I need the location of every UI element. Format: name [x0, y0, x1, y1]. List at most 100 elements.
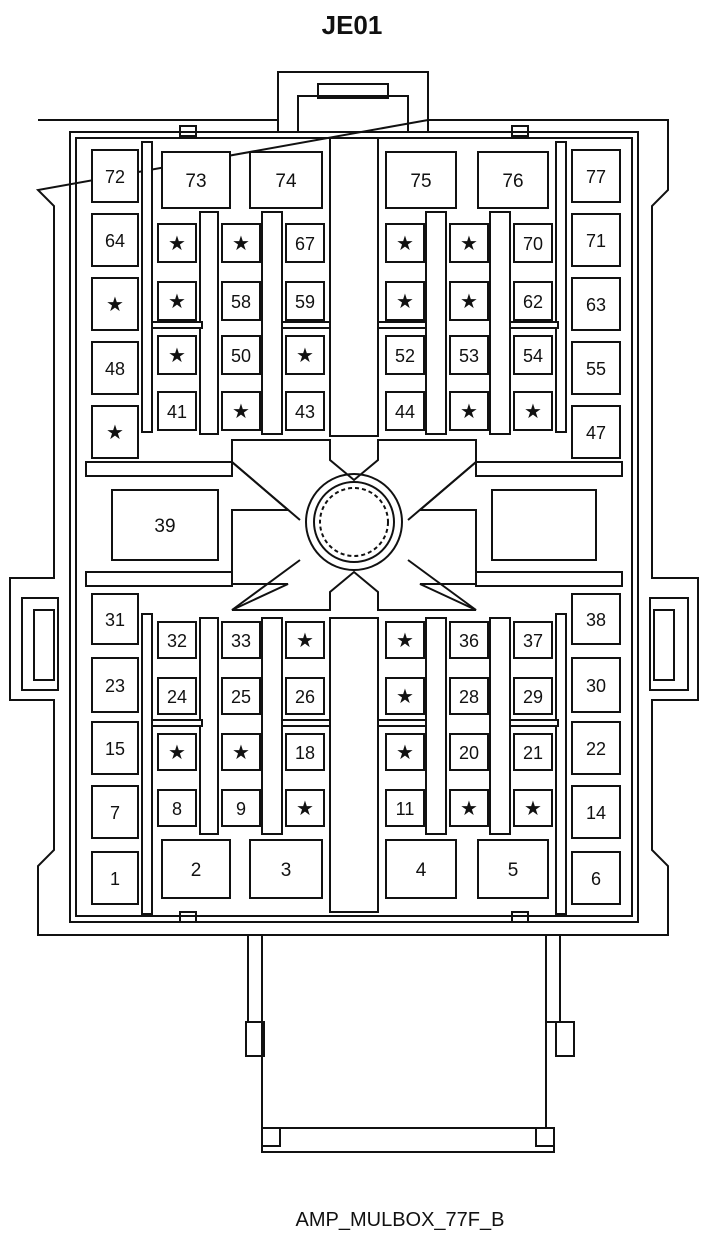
pin-71: 71	[571, 213, 621, 267]
pin-cavity-box	[285, 621, 325, 659]
pin-cavity-box	[571, 657, 621, 713]
pin-25: 25	[221, 677, 261, 715]
unused-pin: ★	[285, 789, 325, 827]
pin-cavity-box	[385, 677, 425, 715]
pin-number: 20	[459, 743, 479, 763]
pin-number: 18	[295, 743, 315, 763]
pin-72: 72	[91, 149, 139, 203]
pin-cavity-box	[385, 223, 425, 263]
pin-number: 36	[459, 631, 479, 651]
pin-cavity-box	[385, 789, 425, 827]
pin-number: 33	[231, 631, 251, 651]
cavity-dividers	[85, 137, 623, 915]
unused-pin: ★	[285, 621, 325, 659]
pin-cavity-box	[513, 621, 553, 659]
pin-cavity-box	[249, 151, 323, 209]
pin-number: 41	[167, 402, 187, 422]
pin-cavity-box	[157, 789, 197, 827]
connector-housing	[9, 71, 699, 1153]
pin-44: 44	[385, 391, 425, 431]
pin-number: 58	[231, 292, 251, 312]
pin-62: 62	[513, 281, 553, 321]
pin-67: 67	[285, 223, 325, 263]
pin-number: 75	[410, 171, 431, 192]
pin-cavity-box	[571, 149, 621, 203]
unused-pin-star: ★	[396, 686, 414, 708]
unused-pin-star: ★	[168, 345, 186, 367]
pin-26: 26	[285, 677, 325, 715]
pin-number: 7	[110, 803, 120, 823]
pin-21: 21	[513, 733, 553, 771]
pin-number: 62	[523, 292, 543, 312]
pin-cavity-box	[157, 281, 197, 321]
pin-cavity-box	[513, 223, 553, 263]
pin-number: 4	[416, 860, 427, 881]
pin-cavity-box	[385, 733, 425, 771]
pin-24: 24	[157, 677, 197, 715]
pin-cavity-box	[513, 677, 553, 715]
pin-cavity-box	[91, 785, 139, 839]
pin-22: 22	[571, 721, 621, 775]
pin-cavity-box	[285, 335, 325, 375]
pin-cavity-box	[571, 341, 621, 395]
unused-pin-star: ★	[106, 294, 124, 316]
pin-43: 43	[285, 391, 325, 431]
pin-number: 5	[508, 860, 519, 881]
unused-pin-star: ★	[232, 233, 250, 255]
unused-pin-star: ★	[296, 798, 314, 820]
pin-cavity-box	[385, 151, 457, 209]
pin-cavity-box	[285, 223, 325, 263]
unused-pin: ★	[385, 733, 425, 771]
pin-cavity-box	[221, 789, 261, 827]
pin-number: 21	[523, 743, 543, 763]
pin-39: 39	[111, 489, 219, 561]
pin-cavity-box	[513, 789, 553, 827]
pin-53: 53	[449, 335, 489, 375]
pin-15: 15	[91, 721, 139, 775]
unused-pin: ★	[221, 223, 261, 263]
pin-number: 77	[586, 167, 606, 187]
pin-number: 29	[523, 687, 543, 707]
pin-number: 6	[591, 869, 601, 889]
pin-54: 54	[513, 335, 553, 375]
unused-pin: ★	[513, 789, 553, 827]
pin-cavity-box	[91, 149, 139, 203]
pin-cavity-box	[221, 677, 261, 715]
pin-cavity-box	[449, 281, 489, 321]
pin-cavity-box	[571, 785, 621, 839]
unused-pin: ★	[157, 281, 197, 321]
unused-pin: ★	[449, 281, 489, 321]
pin-58: 58	[221, 281, 261, 321]
pin-cavity-box	[385, 839, 457, 899]
pin-number: 47	[586, 423, 606, 443]
pin-number: 64	[105, 231, 125, 251]
pin-number: 70	[523, 234, 543, 254]
pin-number: 39	[154, 516, 175, 537]
pin-5: 5	[477, 839, 549, 899]
pin-number: 54	[523, 346, 543, 366]
pin-cavity-box	[449, 335, 489, 375]
pin-number: 23	[105, 676, 125, 696]
pin-2: 2	[161, 839, 231, 899]
diagram-title: JE01	[322, 10, 383, 40]
pin-number: 22	[586, 739, 606, 759]
unused-pin: ★	[449, 789, 489, 827]
pin-cavity-box	[385, 621, 425, 659]
pin-number: 3	[281, 860, 292, 881]
pin-50: 50	[221, 335, 261, 375]
pin-number: 43	[295, 402, 315, 422]
pin-cavity-box	[161, 151, 231, 209]
pin-cavity-box	[221, 391, 261, 431]
pin-number: 15	[105, 739, 125, 759]
center-hub	[231, 439, 477, 611]
unused-pin-star: ★	[168, 291, 186, 313]
pin-cavity-box	[571, 405, 621, 459]
pin-number: 73	[185, 171, 206, 192]
pin-cavity-box	[571, 851, 621, 905]
unused-pin-star: ★	[460, 233, 478, 255]
unused-pin-star: ★	[232, 401, 250, 423]
pin-cavity-box	[157, 677, 197, 715]
pin-cavity-box	[571, 277, 621, 331]
unused-pin-star: ★	[296, 345, 314, 367]
unused-pin: ★	[385, 677, 425, 715]
